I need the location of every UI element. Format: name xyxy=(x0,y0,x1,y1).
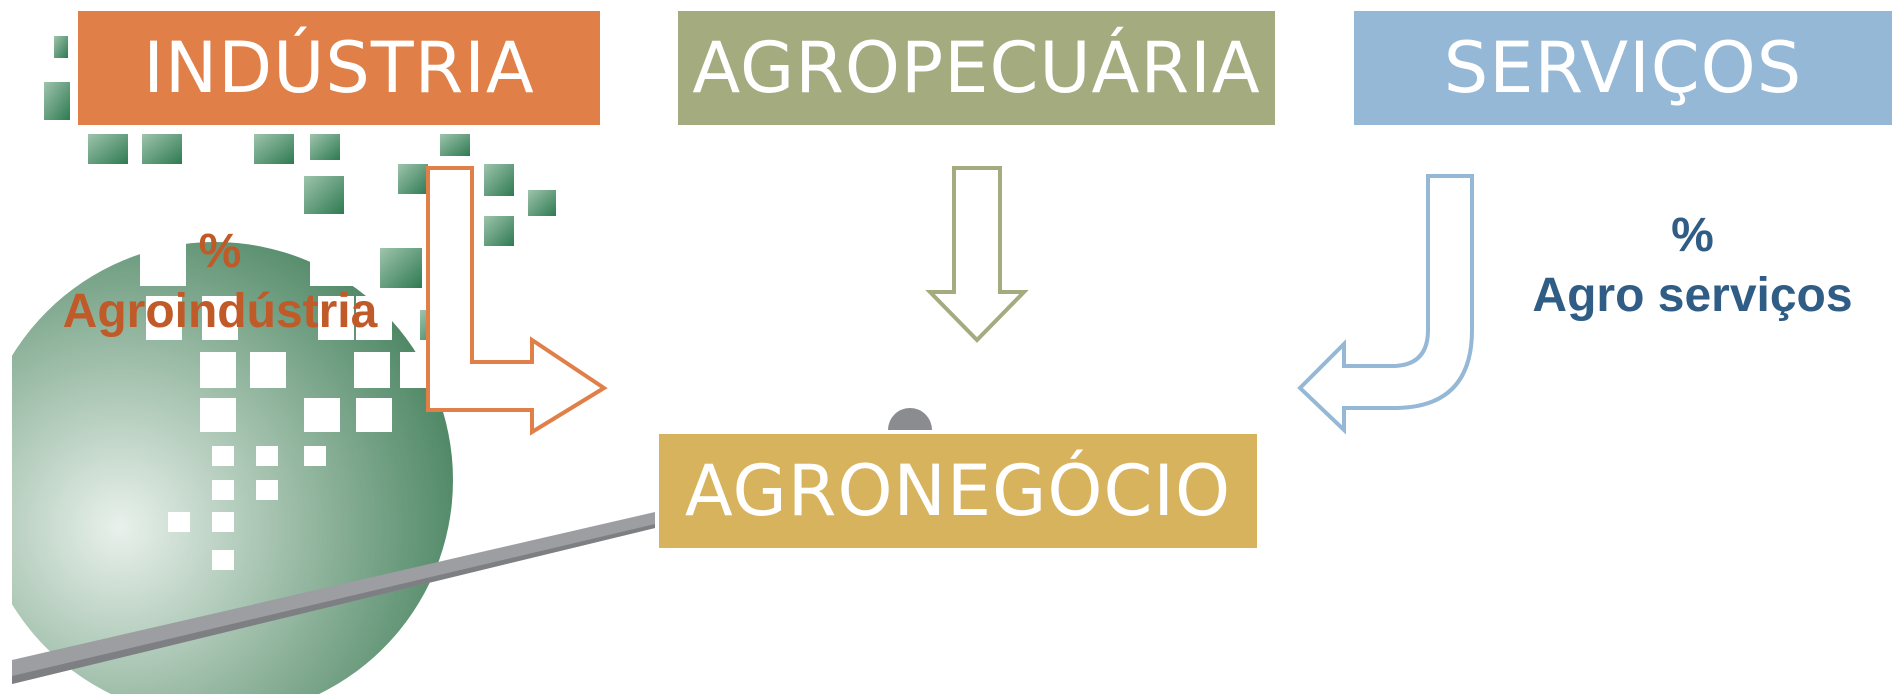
agroservicos-text: Agro serviços xyxy=(1532,269,1853,322)
servicos-label: SERVIÇOS xyxy=(1443,27,1803,109)
industria-bent-arrow xyxy=(426,166,608,436)
grey-dome-shape xyxy=(888,408,932,430)
agroindustria-text: Agroindústria xyxy=(62,285,378,338)
agroservicos-percent: % xyxy=(1671,209,1714,262)
agroservicos-annotation: % Agro serviços xyxy=(1505,206,1880,326)
agropecuaria-down-arrow xyxy=(925,166,1029,343)
servicos-curved-arrow xyxy=(1297,174,1474,435)
globe-sphere xyxy=(12,242,453,694)
servicos-box: SERVIÇOS xyxy=(1354,11,1892,125)
agropecuaria-box: AGROPECUÁRIA xyxy=(678,11,1275,125)
agronegocio-label: AGRONEGÓCIO xyxy=(684,450,1232,532)
industria-box: INDÚSTRIA xyxy=(78,11,600,125)
industria-label: INDÚSTRIA xyxy=(143,27,535,109)
agronegocio-box: AGRONEGÓCIO xyxy=(659,434,1257,548)
agropecuaria-label: AGROPECUÁRIA xyxy=(692,27,1261,109)
agroindustria-percent: % xyxy=(198,225,242,278)
agroindustria-annotation: % Agroindústria xyxy=(40,222,400,342)
decorative-squares-white xyxy=(28,186,428,570)
